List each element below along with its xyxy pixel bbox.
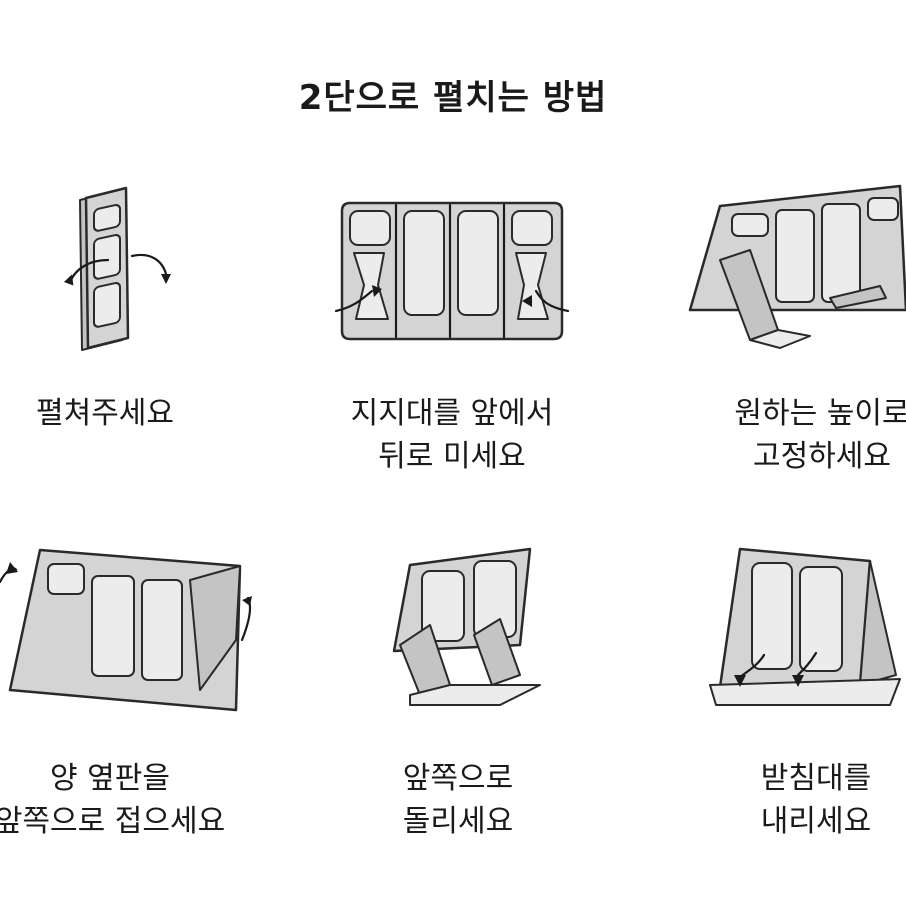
- step-3-line-2: 고정하세요: [753, 439, 891, 474]
- step-4-line-1: 양 옆판을: [50, 761, 170, 796]
- step-1-line-1: 펼쳐주세요: [36, 396, 174, 431]
- step-6-caption: 받침대를 내리세요: [666, 757, 906, 843]
- step-2-illustration: [334, 201, 570, 341]
- step-3-illustration: [688, 184, 906, 349]
- step-1-illustration: [63, 186, 171, 351]
- step-2-line-1: 지지대를 앞에서: [350, 396, 554, 431]
- step-6-illustration: [709, 547, 901, 706]
- step-5-caption: 앞쪽으로 돌리세요: [308, 757, 608, 843]
- step-4-line-2: 앞쪽으로 접으세요: [0, 804, 226, 839]
- step-6-line-2: 내리세요: [760, 804, 872, 839]
- step-3-line-1: 원하는 높이로: [734, 396, 906, 431]
- step-5-line-2: 돌리세요: [402, 804, 514, 839]
- step-3-caption: 원하는 높이로 고정하세요: [672, 392, 906, 478]
- page-title: 2단으로 펼치는 방법: [298, 78, 608, 118]
- step-4-illustration: [0, 548, 252, 712]
- step-6-line-1: 받침대를: [760, 761, 872, 796]
- step-5-illustration: [392, 547, 541, 706]
- step-5-line-1: 앞쪽으로: [402, 761, 514, 796]
- step-1-caption: 펼쳐주세요: [0, 392, 255, 435]
- step-4-caption: 양 옆판을 앞쪽으로 접으세요: [0, 757, 260, 843]
- step-2-caption: 지지대를 앞에서 뒤로 미세요: [302, 392, 602, 478]
- step-2-line-2: 뒤로 미세요: [378, 439, 526, 474]
